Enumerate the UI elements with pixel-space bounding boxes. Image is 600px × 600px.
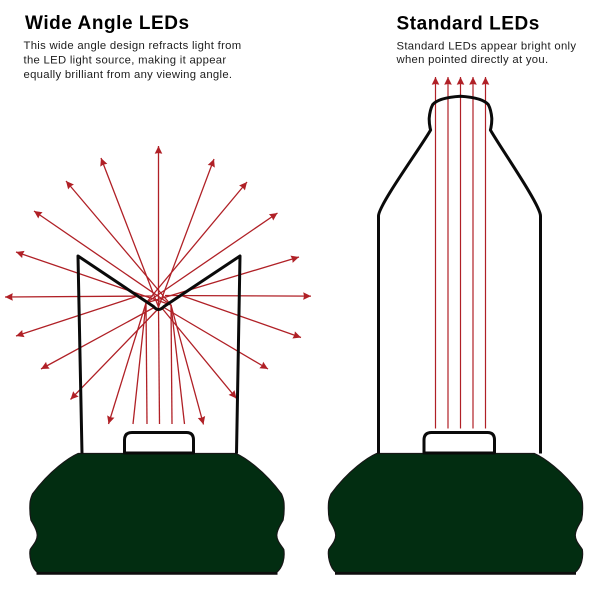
svg-text:equally brilliant from any vie: equally brilliant from any viewing angle… bbox=[24, 69, 233, 81]
svg-text:Standard LEDs: Standard LEDs bbox=[397, 13, 540, 34]
svg-text:This wide angle design refract: This wide angle design refracts light fr… bbox=[24, 40, 242, 52]
svg-text:the LED light source, making i: the LED light source, making it appear bbox=[24, 55, 227, 67]
svg-text:when pointed directly at you.: when pointed directly at you. bbox=[396, 54, 549, 66]
svg-text:Wide Angle LEDs: Wide Angle LEDs bbox=[25, 13, 190, 34]
svg-text:Standard LEDs appear bright on: Standard LEDs appear bright only bbox=[397, 40, 577, 52]
